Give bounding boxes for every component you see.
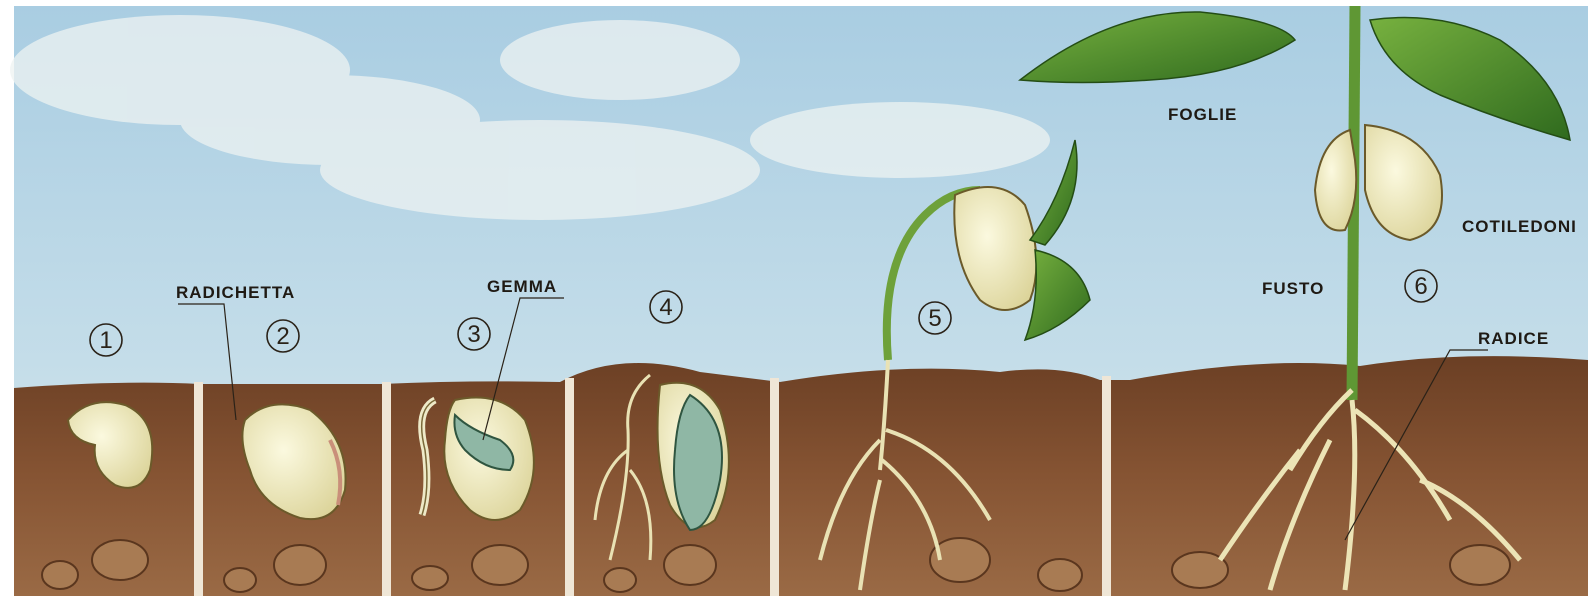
stage-number-3: 3 [467, 321, 480, 348]
stage-number-6: 6 [1414, 273, 1427, 300]
label-radichetta: RADICHETTA [176, 283, 295, 302]
stage-number-5: 5 [928, 305, 941, 332]
stage-number-2: 2 [276, 323, 289, 350]
label-cotiledoni: COTILEDONI [1462, 217, 1577, 236]
stage-number-1: 1 [99, 327, 112, 354]
label-fusto: FUSTO [1262, 279, 1324, 298]
stage-number-4: 4 [659, 294, 672, 321]
label-radice: RADICE [1478, 329, 1549, 348]
label-gemma: GEMMA [487, 277, 557, 296]
label-foglie: FOGLIE [1168, 105, 1237, 124]
